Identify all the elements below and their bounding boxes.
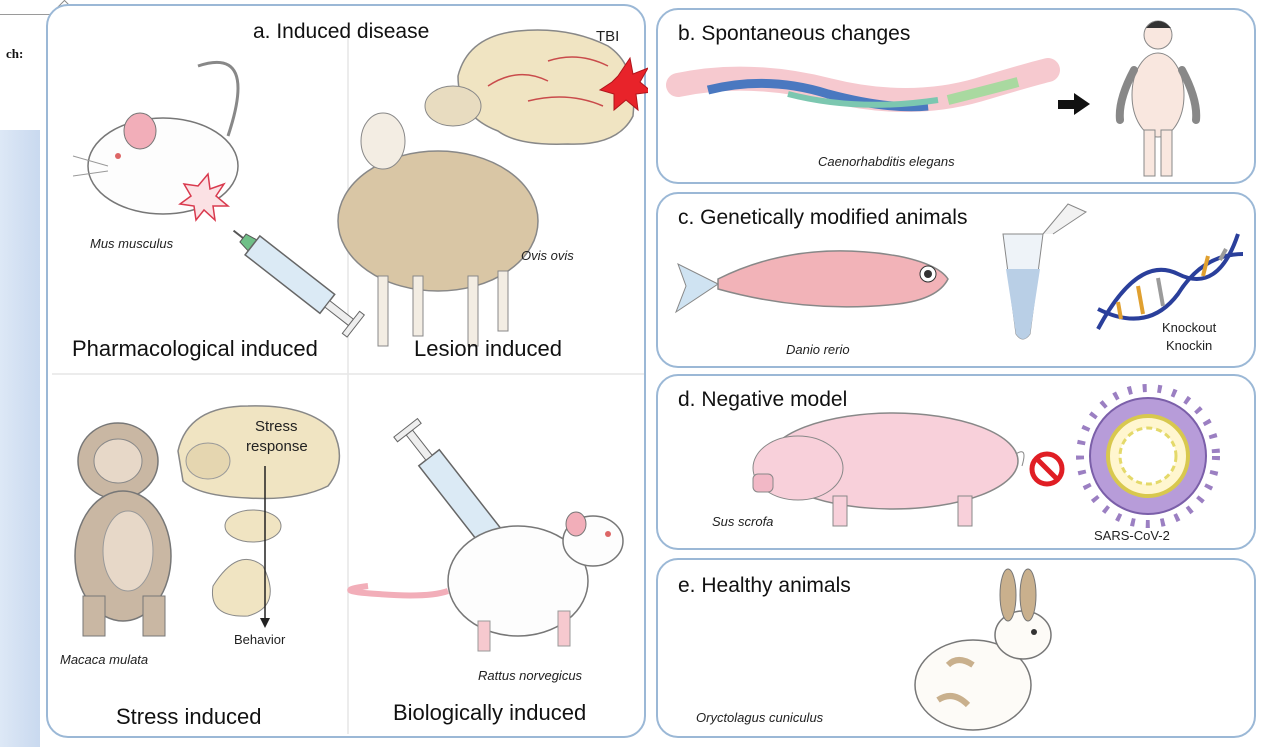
panel-a-title: a. Induced disease [253,20,429,44]
species-macaca-mulata: Macaca mulata [60,652,148,667]
panel-c-title: c. Genetically modified animals [678,206,967,230]
tube-icon [1003,204,1086,339]
panel-induced-disease: a. Induced disease TBI Mus musculus Ovis… [46,4,646,738]
panel-b-title: b. Spontaneous changes [678,22,910,46]
knockout-label: Knockout [1162,320,1216,335]
zebrafish-illustration [676,251,948,312]
panel-spontaneous-changes: b. Spontaneous changes Caenorhabditis el… [656,8,1256,184]
species-mus-musculus: Mus musculus [90,236,173,251]
species-rattus-norvegicus: Rattus norvegicus [478,668,582,683]
behavior-label: Behavior [234,632,285,647]
panel-healthy-animals: e. Healthy animals Oryctolagus cuniculus [656,558,1256,738]
arrow-right-icon [1058,93,1090,115]
panel-e-title: e. Healthy animals [678,574,851,598]
caption-stress-induced: Stress induced [116,704,262,730]
monkey-illustration [75,423,171,636]
sheep-illustration [338,113,538,346]
caption-lesion-induced: Lesion induced [414,336,562,362]
species-oryctolagus-cuniculus: Oryctolagus cuniculus [696,710,823,725]
rabbit-illustration [915,569,1051,730]
panel-a-illustrations [48,6,648,740]
caption-pharmacological-induced: Pharmacological induced [72,336,318,362]
caption-biologically-induced: Biologically induced [393,700,586,726]
species-sus-scrofa: Sus scrofa [712,514,773,529]
panel-negative-model: d. Negative model Sus scrofa SARS-CoV-2 [656,374,1256,550]
no-symbol-icon [1032,454,1062,484]
stress-response-label-line1: Stress [255,418,298,435]
species-c-elegans: Caenorhabditis elegans [818,154,955,169]
clipped-heading-text: ch: [6,46,23,62]
panel-genetically-modified: c. Genetically modified animals Danio re… [656,192,1256,368]
species-ovis-ovis: Ovis ovis [521,248,574,263]
knockin-label: Knockin [1166,338,1212,353]
side-bar [0,130,40,747]
worm-illustration [678,70,1048,107]
sars-cov-2-virus-icon [1080,388,1216,524]
stress-response-label-line2: response [246,438,308,455]
human-child-illustration [1120,21,1196,176]
brain-tbi-illustration [425,30,648,144]
pig-illustration [753,413,1024,526]
tbi-label: TBI [596,28,619,45]
species-danio-rerio: Danio rerio [786,342,850,357]
rat-illustration [350,512,623,651]
sars-cov-2-label: SARS-CoV-2 [1094,528,1170,543]
panel-d-title: d. Negative model [678,388,847,412]
dna-helix-icon [1098,234,1243,329]
